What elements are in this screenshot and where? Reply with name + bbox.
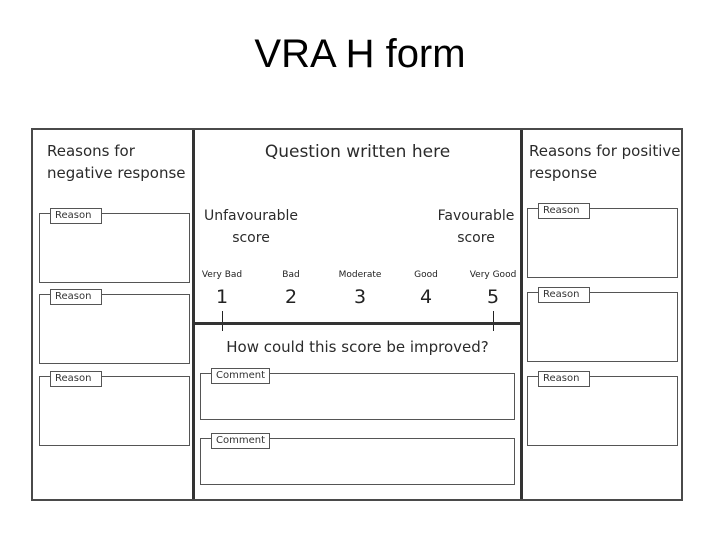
negative-reasons-heading: Reasons for negative response xyxy=(47,142,186,182)
scale-tick-left xyxy=(222,311,223,331)
comment-tab-label: Comment xyxy=(211,368,270,384)
negative-reason-box-2[interactable]: Reason xyxy=(39,289,190,364)
unfavourable-score-label: Unfavourable score xyxy=(203,208,299,246)
reason-tab-label: Reason xyxy=(538,203,590,219)
scale-option-4[interactable]: 4 xyxy=(419,286,433,308)
comment-tab-label: Comment xyxy=(211,433,270,449)
negative-reason-box-3[interactable]: Reason xyxy=(39,371,190,446)
scale-word-bad: Bad xyxy=(282,270,300,280)
negative-reasons-panel: Reasons for negative response Reason Rea… xyxy=(33,130,195,499)
scale-option-1[interactable]: 1 xyxy=(215,286,229,308)
positive-reason-box-3[interactable]: Reason xyxy=(527,371,678,446)
scale-word-very-good: Very Good xyxy=(469,270,517,280)
reason-tab-label: Reason xyxy=(50,289,102,305)
reason-tab-label: Reason xyxy=(538,371,590,387)
reason-tab-label: Reason xyxy=(50,371,102,387)
positive-reasons-heading: Reasons for positive response xyxy=(529,142,681,182)
question-text: Question written here xyxy=(264,142,451,162)
reason-tab-label: Reason xyxy=(50,208,102,224)
positive-reason-box-2[interactable]: Reason xyxy=(527,287,678,362)
negative-reason-box-1[interactable]: Reason xyxy=(39,208,190,283)
scale-option-3[interactable]: 3 xyxy=(353,286,367,308)
reason-tab-label: Reason xyxy=(538,287,590,303)
vra-h-form: Reasons for negative response Reason Rea… xyxy=(31,128,683,501)
slide-title: VRA H form xyxy=(254,32,466,76)
scale-word-very-bad: Very Bad xyxy=(201,270,243,280)
improvement-question: How could this score be improved? xyxy=(226,338,489,356)
scale-option-5[interactable]: 5 xyxy=(486,286,500,308)
scale-word-moderate: Moderate xyxy=(338,270,382,280)
positive-reason-box-1[interactable]: Reason xyxy=(527,203,678,278)
scale-option-2[interactable]: 2 xyxy=(284,286,298,308)
favourable-score-label: Favourable score xyxy=(437,208,515,246)
scale-tick-right xyxy=(493,311,494,331)
positive-reasons-panel: Reasons for positive response Reason Rea… xyxy=(520,130,681,499)
question-panel: Question written here Unfavourable score… xyxy=(195,130,520,499)
scale-word-good: Good xyxy=(414,270,438,280)
middle-divider xyxy=(195,322,520,325)
comment-box-1[interactable]: Comment xyxy=(200,368,515,420)
comment-box-2[interactable]: Comment xyxy=(200,433,515,485)
